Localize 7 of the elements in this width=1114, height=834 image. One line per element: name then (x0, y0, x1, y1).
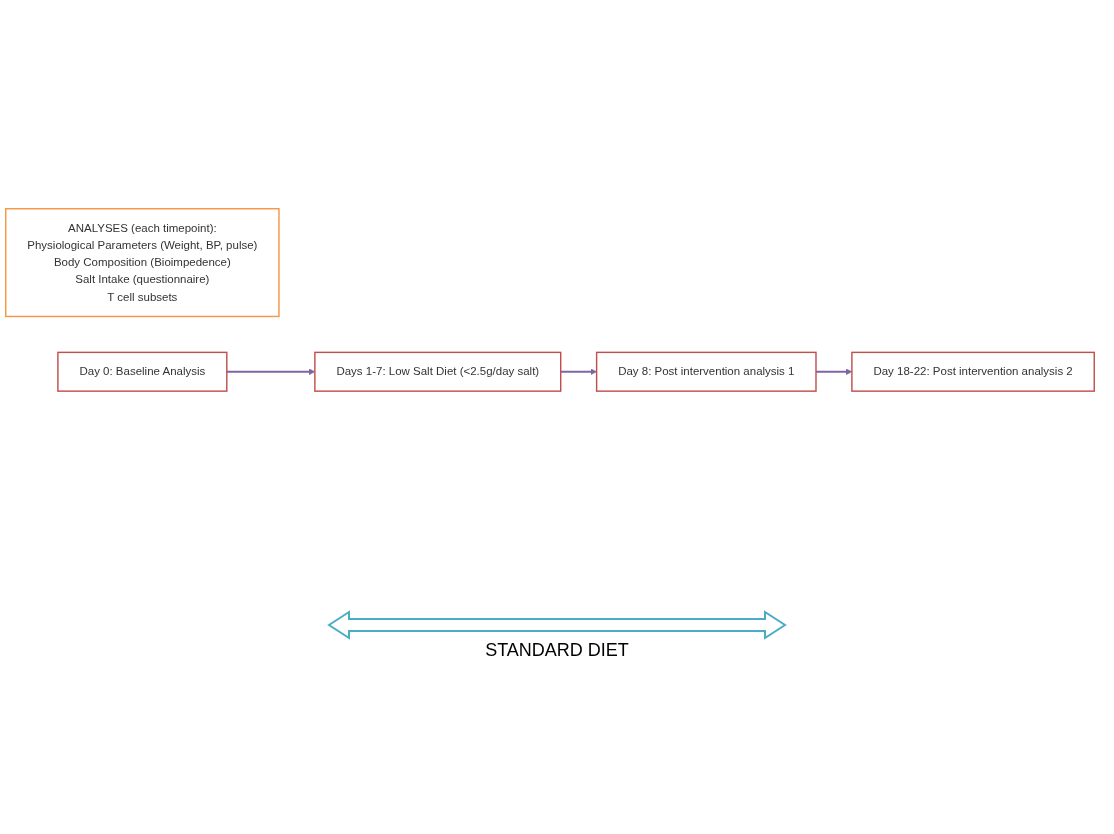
node-box: ANALYSES (each timepoint): Physiological Parameters (Weight, BP, pulse) Body Composition (Bioimpedence) Salt Intake (questionnaire) T cell subsets (5, 208, 280, 318)
node-box: Day 18-22: Post intervention analysis 2 (851, 351, 1095, 392)
node-box: Days 1-7: Low Salt Diet (<2.5g/day salt) (314, 351, 562, 392)
node-box: Day 0: Baseline Analysis (57, 351, 228, 392)
node-box: Day 8: Post intervention analysis 1 (595, 351, 817, 392)
arrow (560, 368, 597, 375)
diet-label: STANDARD DIET (485, 640, 629, 660)
